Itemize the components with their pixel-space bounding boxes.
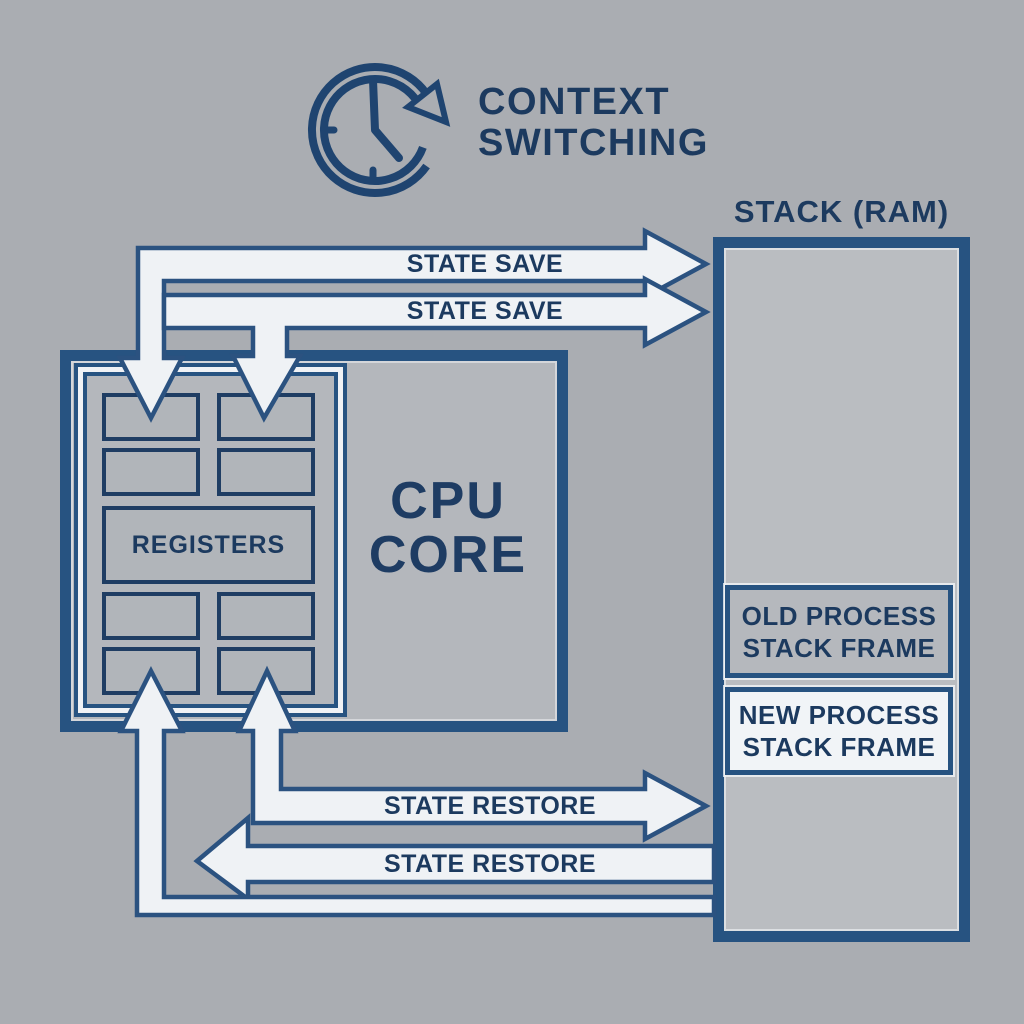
clock-hands: [369, 76, 403, 162]
page-title: CONTEXT SWITCHING: [478, 81, 709, 164]
registers-label-cell: REGISTERS: [102, 506, 315, 584]
old-process-stack-frame-label: OLD PROCESS STACK FRAME: [741, 600, 937, 663]
register-cell: [102, 393, 200, 441]
clock-ticks: [322, 126, 377, 182]
new-process-stack-frame-label: NEW PROCESS STACK FRAME: [738, 700, 940, 762]
stack-ram-label: STACK (RAM): [733, 194, 950, 229]
clock-history-icon: [308, 63, 451, 197]
clock-arrow-arc: [308, 63, 430, 197]
register-cell: [102, 647, 200, 695]
registers-block: REGISTERS: [83, 372, 338, 708]
state-restore-label-1: STATE RESTORE: [383, 792, 597, 820]
state-restore-label-2: STATE RESTORE: [383, 850, 597, 878]
state-save-label-2: STATE SAVE: [406, 297, 564, 325]
clock-arrowhead: [402, 78, 451, 127]
register-cell: [217, 647, 315, 695]
new-process-stack-frame: NEW PROCESS STACK FRAME: [725, 687, 953, 775]
register-cell: [217, 592, 315, 640]
register-cell: [102, 448, 200, 496]
register-cell: [217, 448, 315, 496]
state-save-label-1: STATE SAVE: [406, 250, 564, 278]
register-cell: [102, 592, 200, 640]
old-process-stack-frame: OLD PROCESS STACK FRAME: [725, 585, 953, 678]
registers-label: REGISTERS: [131, 530, 286, 559]
cpu-core-label: CPU CORE: [368, 472, 528, 584]
register-cell: [217, 393, 315, 441]
